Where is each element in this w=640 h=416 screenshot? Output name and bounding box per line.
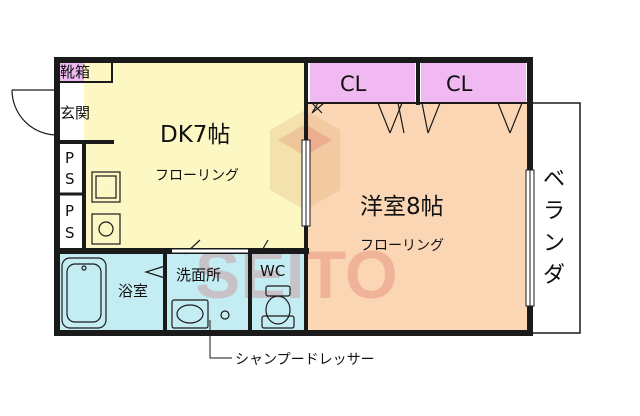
ps-lower-p: P [65, 202, 74, 220]
western-name: 洋室8帖 [360, 194, 444, 220]
callout-label: シャンプードレッサー [235, 352, 375, 368]
bath-label: 浴室 [118, 282, 148, 300]
ps-lower-area [57, 194, 84, 248]
toilet [261, 285, 295, 329]
dk-floor: フローリング [155, 168, 239, 184]
bath-area [57, 254, 165, 333]
wc-area [250, 254, 306, 333]
callout-line [209, 320, 232, 359]
balcony-window [525, 169, 535, 307]
ps-lower-s: S [65, 224, 75, 242]
closet-left-area [310, 60, 415, 103]
kitchen-sink [91, 171, 121, 203]
western-floor: フローリング [360, 238, 444, 254]
stove [91, 213, 121, 245]
entrance-door [11, 89, 58, 136]
shoe-cabinet-label: 靴箱 [60, 63, 90, 81]
dk-name: DK7帖 [160, 122, 230, 148]
ps-upper-area [57, 142, 84, 194]
closet-doors [311, 102, 523, 134]
ps-upper-p: P [65, 149, 74, 167]
shampoo-dresser [171, 299, 230, 329]
closet-right-label: CL [446, 72, 473, 96]
closet-left-label: CL [340, 72, 367, 96]
balcony-char-3: ン [543, 231, 565, 256]
bathtub [61, 257, 107, 329]
washroom-label: 洗面所 [176, 266, 221, 284]
sliding-door [301, 139, 311, 227]
ps-upper-s: S [65, 170, 75, 188]
balcony-char-2: ラ [543, 199, 565, 224]
entrance-label: 玄関 [60, 104, 90, 122]
wet-doors [144, 239, 269, 279]
dk-area [84, 60, 306, 248]
balcony-char-1: ベ [543, 167, 565, 192]
western-room-area [306, 103, 530, 333]
balcony-char-4: ダ [543, 263, 565, 288]
closet-right-area [421, 60, 526, 103]
wc-label: WC [260, 262, 285, 280]
